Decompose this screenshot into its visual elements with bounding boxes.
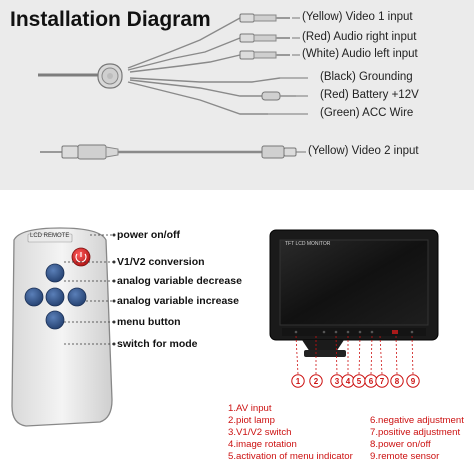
num-label-1: 1 — [296, 377, 301, 386]
rca-plug-audio-right — [239, 33, 290, 43]
legend-item-5: 5.activation of menu indicator — [228, 451, 353, 462]
remote-body — [11, 227, 113, 427]
remote-label-plate — [27, 233, 73, 243]
rca-plug-audio-left — [239, 50, 290, 60]
legend-item-2: 2.piot lamp — [228, 415, 275, 426]
num-label-3: 3 — [335, 377, 340, 386]
wiring-harness — [38, 13, 308, 160]
page-title: Installation Diagram — [10, 8, 211, 31]
wire-label-acc: (Green) ACC Wire — [320, 107, 414, 119]
monitor-stand — [302, 340, 346, 357]
callout-increase: analog variable increase — [117, 295, 239, 307]
callout-decrease: analog variable decrease — [117, 275, 242, 287]
num-label-4: 4 — [346, 377, 351, 386]
monitor-control-strip — [282, 328, 426, 336]
num-circle-1 — [291, 374, 305, 388]
menu-button — [45, 310, 65, 330]
wire-label-grounding: (Black) Grounding — [320, 71, 413, 83]
video2-cable — [40, 144, 306, 160]
legend-item-1: 1.AV input — [228, 403, 272, 414]
rca-plug-video1 — [239, 13, 290, 23]
center-button — [45, 287, 65, 307]
fuse-holder — [261, 91, 296, 101]
wire-label-battery: (Red) Battery +12V — [320, 89, 419, 101]
legend-item-9: 9.remote sensor — [370, 451, 440, 462]
v1-v2-button — [45, 263, 65, 283]
num-circle-8 — [390, 374, 404, 388]
wire-battery — [129, 79, 262, 97]
num-circle-7 — [375, 374, 389, 388]
callout-menu: menu button — [117, 316, 181, 328]
wire-audio-left — [129, 54, 241, 73]
num-label-8: 8 — [395, 377, 400, 386]
wire-label-audio-left: (White) Audio left input — [302, 48, 418, 60]
wire-acc — [127, 81, 268, 115]
num-circle-2 — [309, 374, 323, 388]
callout-v1v2: V1/V2 conversion — [117, 256, 205, 268]
wire-label-video2: (Yellow) Video 2 input — [308, 145, 419, 157]
wire-audio-right — [127, 37, 241, 71]
legend-item-4: 4.image rotation — [228, 439, 297, 450]
wire-label-video1: (Yellow) Video 1 input — [302, 11, 413, 23]
legend-item-7: 7.positive adjustment — [370, 427, 461, 438]
callout-power: power on/off — [117, 229, 180, 241]
legend-item-3: 3.V1/V2 switch — [228, 427, 292, 438]
monitor-screen-text: TFT LCD MONITOR — [285, 241, 331, 247]
cable-hub — [97, 63, 123, 89]
num-label-6: 6 — [369, 377, 374, 386]
wire-video1 — [127, 17, 241, 69]
num-label-7: 7 — [380, 377, 385, 386]
callout-mode: switch for mode — [117, 338, 198, 350]
monitor-screen — [279, 239, 429, 326]
legend-item-8: 8.power on/off — [370, 439, 431, 450]
num-label-9: 9 — [411, 377, 416, 386]
wire-grounding — [129, 77, 281, 83]
num-circle-9 — [406, 374, 420, 388]
num-label-5: 5 — [357, 377, 362, 386]
legend-item-6: 6.negative adjustment — [370, 415, 464, 426]
num-label-2: 2 — [314, 377, 319, 386]
wire-label-audio-right: (Red) Audio right input — [302, 31, 417, 43]
increase-right-button — [67, 287, 87, 307]
decrease-left-button — [24, 287, 44, 307]
remote-brand-text: LCD REMOTE — [30, 233, 70, 239]
